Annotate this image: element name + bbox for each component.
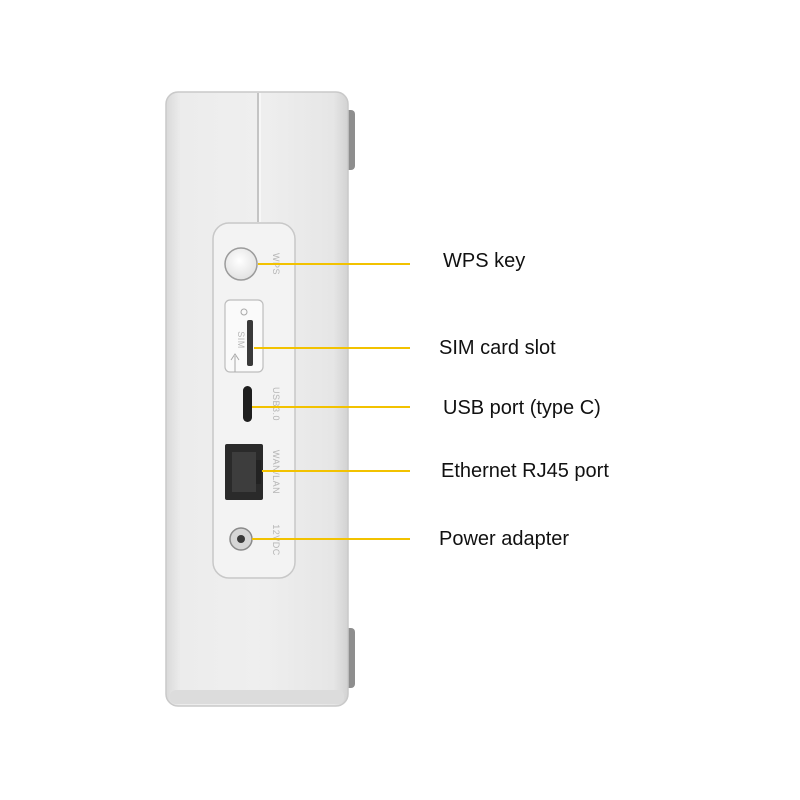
sim-slot[interactable] — [247, 320, 253, 366]
callout-usb-port: USB port (type C) — [443, 397, 601, 419]
callout-wps-key: WPS key — [443, 250, 526, 272]
rj45-inner — [232, 452, 256, 492]
dc-jack-pin — [237, 535, 245, 543]
callout-power-adapter: Power adapter — [439, 528, 570, 550]
wps-button[interactable] — [224, 247, 258, 281]
sim-port-label: SIM — [236, 331, 246, 349]
usb-c-port[interactable] — [243, 386, 252, 422]
callout-ethernet-port: Ethernet RJ45 port — [441, 460, 609, 482]
router-base — [170, 690, 344, 704]
sim-arrow-icon — [230, 353, 240, 372]
rj45-clip — [256, 460, 261, 484]
sim-eject-pin-icon[interactable] — [240, 308, 248, 316]
callout-sim-card-slot: SIM card slot — [439, 337, 556, 359]
usb-port-label: USB3.0 — [271, 387, 281, 421]
port-panel — [212, 222, 296, 579]
